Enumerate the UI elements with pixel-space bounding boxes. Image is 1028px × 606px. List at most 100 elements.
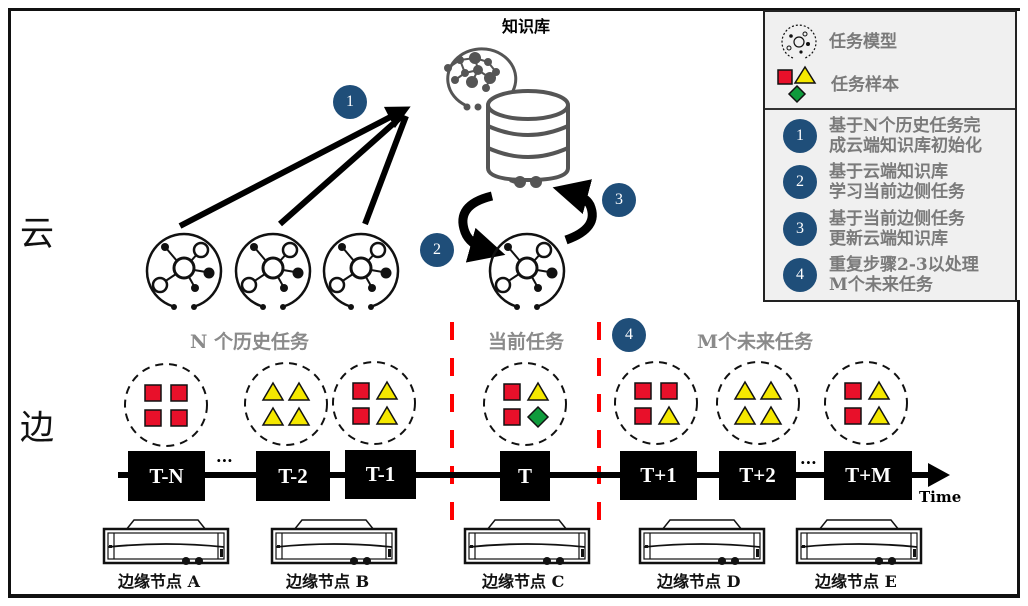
sample-set-boundary xyxy=(614,361,698,445)
task-model-legend-icon xyxy=(781,24,817,59)
edge-server-icon xyxy=(795,518,923,567)
time-axis-label: Time xyxy=(919,488,962,506)
task-sample-legend-icon xyxy=(777,65,817,104)
sample-triangle-icon xyxy=(867,405,891,425)
sample-triangle-icon xyxy=(375,405,399,425)
knowledge-graph-icon xyxy=(444,47,518,111)
sample-square-icon xyxy=(144,409,162,427)
task-sample-set xyxy=(332,361,416,445)
sample-triangle-icon xyxy=(657,405,681,425)
task-sample-legend-label: 任务样本 xyxy=(831,75,899,95)
future-tasks-label: M个未来任务 xyxy=(697,331,814,353)
time-axis-arrowhead-icon xyxy=(928,463,950,487)
sample-square-icon xyxy=(352,407,370,425)
sample-square-icon xyxy=(352,382,370,400)
update-arrow xyxy=(552,179,597,245)
legend-step-3-badge: 3 xyxy=(783,212,817,246)
legend-step-3-line-1: 基于当前边侧任务 xyxy=(829,209,965,229)
legend-divider xyxy=(765,108,1015,110)
task-sample-set xyxy=(614,361,698,445)
learn-arrow xyxy=(458,191,506,263)
edge-server-icon xyxy=(463,518,591,567)
legend-step-4: 4 重复步骤2-3以处理 M个未来任务 xyxy=(783,255,979,295)
sample-set-boundary xyxy=(332,361,416,445)
frame-border-right xyxy=(1017,300,1020,598)
frame-border-bottom xyxy=(8,594,1020,597)
sample-square-icon xyxy=(844,382,862,400)
task-box-t-2: T-2 xyxy=(256,451,330,501)
edge-label: 边 xyxy=(20,410,54,447)
legend-step-3-line-2: 更新云端知识库 xyxy=(829,229,948,249)
legend-step-1-line-2: 成云端知识库初始化 xyxy=(829,136,982,156)
init-arrows xyxy=(178,106,411,229)
sample-triangle-icon xyxy=(733,405,757,425)
legend-panel: 任务模型 任务样本 1 基于N个历史任务完 成云端知识库初始化 2 基于云端知识… xyxy=(763,10,1017,302)
legend-step-1-line-1: 基于N个历史任务完 xyxy=(829,116,981,136)
edge-node-a-label: 边缘节点 A xyxy=(118,572,200,591)
history-task-model-icon xyxy=(145,232,223,312)
current-task-model-icon xyxy=(488,232,566,312)
sample-triangle-icon xyxy=(867,380,891,400)
sample-square-icon xyxy=(844,407,862,425)
task-box-t: T xyxy=(500,451,550,501)
sample-set-boundary xyxy=(483,362,567,446)
task-model-legend-label: 任务模型 xyxy=(829,32,897,52)
legend-step-2-line-2: 学习当前边侧任务 xyxy=(829,182,965,202)
task-box-t-plus-m: T+M xyxy=(824,451,912,500)
edge-server-icon xyxy=(638,518,766,567)
sample-square-icon xyxy=(503,383,521,401)
sample-set-boundary xyxy=(244,362,328,446)
timeline-ellipsis: ... xyxy=(800,449,817,468)
sample-square-icon xyxy=(634,382,652,400)
legend-step-3: 3 基于当前边侧任务 更新云端知识库 xyxy=(783,209,965,249)
current-task-label: 当前任务 xyxy=(488,331,565,353)
step-4-badge: 4 xyxy=(612,318,646,352)
sample-triangle-icon xyxy=(759,380,783,400)
edge-node-b-label: 边缘节点 B xyxy=(286,572,370,591)
sample-square-icon xyxy=(170,384,188,402)
legend-step-4-line-1: 重复步骤2-3以处理 xyxy=(829,255,979,275)
sample-square-icon xyxy=(503,408,521,426)
edge-node-c-label: 边缘节点 C xyxy=(482,572,565,591)
sample-triangle-icon xyxy=(287,406,311,426)
legend-step-1-badge: 1 xyxy=(783,119,817,153)
legend-step-4-line-2: M个未来任务 xyxy=(829,275,933,295)
step-3-badge: 3 xyxy=(602,183,636,217)
step-2-badge: 2 xyxy=(420,233,454,267)
edge-node-d-label: 边缘节点 D xyxy=(657,572,741,591)
task-sample-set xyxy=(716,361,800,445)
sample-triangle-icon xyxy=(759,405,783,425)
sample-square-icon xyxy=(634,407,652,425)
edge-server-icon xyxy=(270,518,398,567)
sample-triangle-icon xyxy=(733,380,757,400)
history-tasks-label: N 个历史任务 xyxy=(190,331,309,353)
sample-set-boundary xyxy=(124,363,208,447)
sample-square-icon xyxy=(660,382,678,400)
sample-triangle-icon xyxy=(261,406,285,426)
task-sample-set xyxy=(244,362,328,446)
legend-step-1: 1 基于N个历史任务完 成云端知识库初始化 xyxy=(783,116,982,156)
legend-step-2: 2 基于云端知识库 学习当前边侧任务 xyxy=(783,162,965,202)
step-1-badge: 1 xyxy=(333,85,367,119)
legend-step-2-line-1: 基于云端知识库 xyxy=(829,162,948,182)
edge-node-e-label: 边缘节点 E xyxy=(815,572,897,591)
task-box-t-n: T-N xyxy=(128,451,205,501)
task-sample-set xyxy=(124,363,208,447)
sample-set-boundary xyxy=(824,361,908,445)
sample-diamond-icon xyxy=(526,405,550,429)
task-box-t-plus-1: T+1 xyxy=(620,451,697,500)
sample-set-boundary xyxy=(716,361,800,445)
sample-square-icon xyxy=(170,409,188,427)
timeline-ellipsis: ... xyxy=(216,447,233,466)
sample-triangle-icon xyxy=(287,381,311,401)
knowledge-base-title: 知识库 xyxy=(502,17,551,36)
sample-triangle-icon xyxy=(526,381,550,401)
cloud-label: 云 xyxy=(20,216,54,253)
history-task-model-icon xyxy=(322,232,400,312)
legend-step-4-badge: 4 xyxy=(783,258,817,292)
task-sample-set xyxy=(824,361,908,445)
history-task-model-icon xyxy=(234,232,312,312)
task-box-t-plus-2: T+2 xyxy=(719,451,796,500)
database-icon xyxy=(486,89,570,188)
task-box-t-1: T-1 xyxy=(345,450,416,499)
